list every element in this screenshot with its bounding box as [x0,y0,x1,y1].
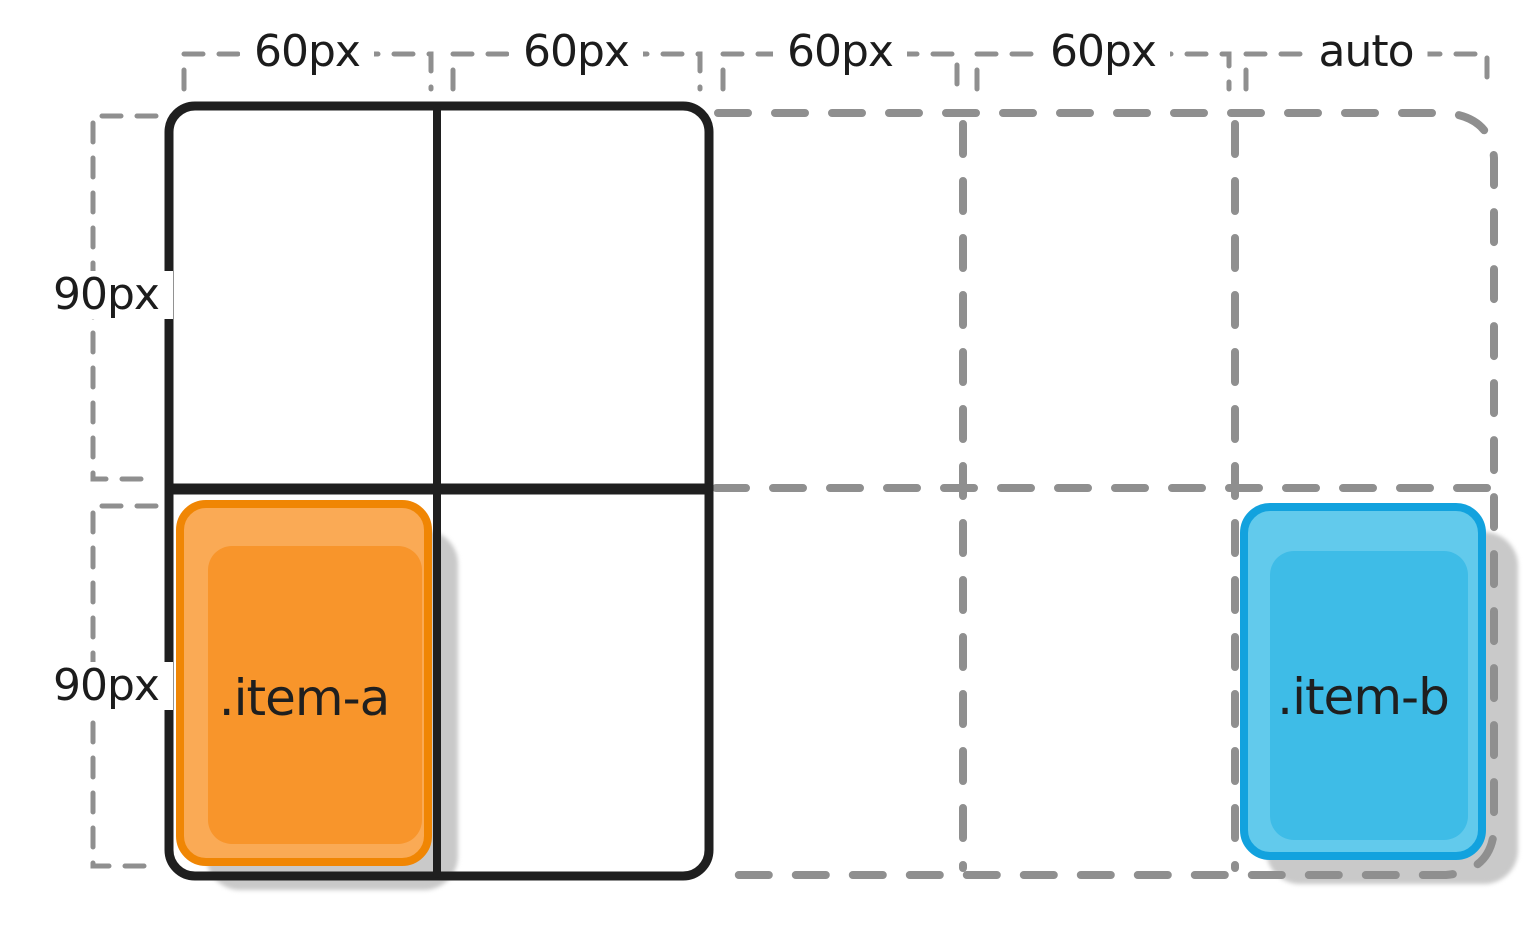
column-3-size-label: 60px [773,28,907,76]
row-2-size-label: 90px [39,662,173,710]
item-a-gloss [208,546,422,844]
item-a-label: .item-a [218,669,391,727]
column-1-size-label: 60px [240,28,374,76]
grid-item-a: .item-a [176,500,432,866]
item-b-label: .item-b [1277,667,1450,726]
row-1-size-label: 90px [39,271,173,319]
column-4-size-label: 60px [1036,28,1170,76]
grid-item-b: .item-b [1240,503,1486,860]
column-5-size-label: auto [1304,28,1428,76]
item-b-gloss [1270,551,1468,840]
column-2-size-label: 60px [509,28,643,76]
